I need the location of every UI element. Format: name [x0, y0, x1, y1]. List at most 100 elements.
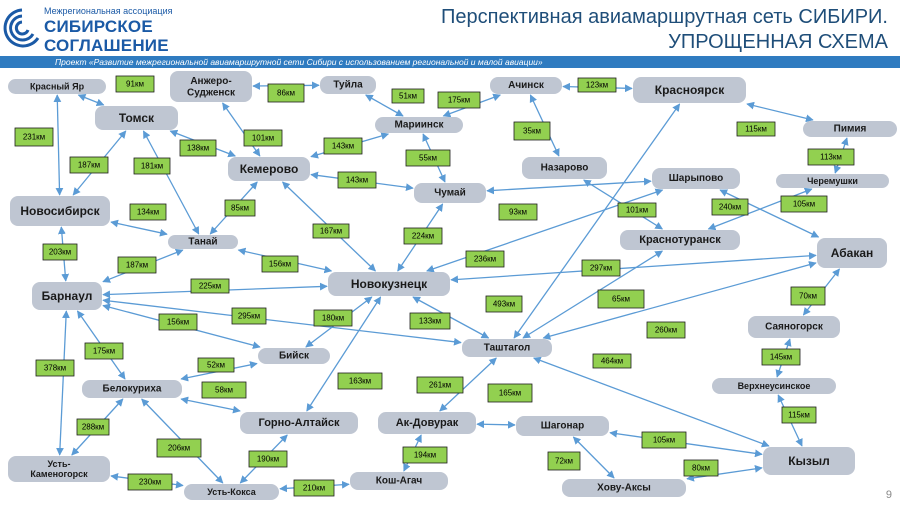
- city-node-box: [763, 447, 855, 475]
- route-edge: [102, 297, 462, 346]
- distance-label-box: [337, 372, 383, 390]
- route-edge: [686, 465, 763, 482]
- city-node-chumay: Чумай: [414, 183, 486, 203]
- city-node-label: Кемерово: [240, 162, 299, 176]
- city-node-box: [748, 316, 840, 338]
- distance-label-text: 101км: [252, 134, 274, 143]
- distance-label-text: 91км: [126, 80, 144, 89]
- distance-label-text: 187км: [126, 261, 148, 270]
- city-node-box: [652, 168, 740, 189]
- distance-label-box: [293, 479, 335, 497]
- distance-label-text: 167км: [320, 227, 342, 236]
- distance-label-text: 156км: [269, 260, 291, 269]
- distance-label: 51км: [391, 88, 425, 104]
- route-edge: [746, 101, 814, 123]
- distance-label-box: [781, 406, 817, 424]
- route-edge: [180, 396, 241, 414]
- distance-label: 93км: [498, 203, 538, 221]
- route-edge: [486, 177, 652, 195]
- city-node-sayanogorsk: Саяногорск: [748, 316, 840, 338]
- distance-label-box: [313, 309, 353, 327]
- distance-label-text: 85км: [231, 204, 249, 213]
- distance-label: 105км: [641, 431, 687, 449]
- city-node-ust-kamenogorsk: Усть-Каменогорск: [8, 456, 110, 482]
- distance-label-box: [581, 259, 621, 277]
- distance-label-box: [487, 383, 533, 403]
- distance-label-text: 115км: [745, 125, 767, 134]
- distance-label: 134км: [129, 203, 167, 221]
- city-node-krasnoyarsk: Красноярск: [633, 77, 746, 103]
- city-node-label: Назарово: [541, 163, 589, 174]
- distance-label-box: [267, 83, 305, 103]
- distance-label-text: 86км: [277, 89, 295, 98]
- distance-label-text: 180км: [322, 314, 344, 323]
- distance-label-box: [577, 77, 617, 93]
- city-node-box: [168, 235, 238, 249]
- city-node-box: [633, 77, 746, 103]
- city-node-label: Бийск: [279, 351, 310, 362]
- distance-label-text: 203км: [49, 248, 71, 257]
- distance-label-box: [761, 348, 801, 366]
- city-node-label: Верхнеусинское: [738, 381, 811, 391]
- sibirskoe-soglashenie-logo-icon: [3, 8, 40, 48]
- city-node-box: [712, 378, 836, 394]
- distance-label-box: [14, 127, 54, 147]
- route-edge: [572, 436, 615, 479]
- city-node-box: [8, 456, 110, 482]
- city-node-label: Горно-Алтайск: [259, 417, 340, 429]
- city-node-box: [414, 183, 486, 203]
- slide-header: Межрегиональная ассоциация СИБИРСКОЕ СОГ…: [0, 0, 900, 68]
- city-node-label: Краснотуранск: [639, 234, 721, 246]
- distance-label-box: [790, 286, 826, 306]
- distance-label-box: [231, 307, 267, 325]
- distance-label-box: [485, 295, 523, 313]
- city-node-krasny-yar: Красный Яр: [8, 79, 106, 94]
- distance-label-box: [416, 376, 464, 394]
- city-node-label: Томск: [119, 111, 155, 125]
- distance-label: 105км: [780, 195, 828, 213]
- distance-label: 224км: [403, 227, 443, 245]
- city-node-label: Ак-Довурак: [396, 417, 459, 429]
- city-node-tuyla: Туйла: [320, 76, 376, 94]
- distance-label-text: 138км: [187, 144, 209, 153]
- distance-label: 167км: [312, 223, 350, 239]
- city-node-box: [328, 272, 450, 296]
- city-node-box: [32, 282, 102, 310]
- city-node-box: [490, 77, 562, 94]
- city-node-box: [170, 71, 252, 102]
- distance-label-text: 181км: [141, 162, 163, 171]
- distance-label: 80км: [683, 459, 719, 477]
- distance-label-box: [129, 203, 167, 221]
- project-caption: Проект «Развитие межрегиональной авиамар…: [55, 57, 543, 67]
- city-node-box: [620, 230, 740, 250]
- distance-label-text: 236км: [474, 255, 496, 264]
- route-edge: [53, 94, 64, 196]
- route-edge: [542, 261, 817, 340]
- distance-label: 101км: [243, 129, 283, 147]
- distance-label-text: 187км: [78, 161, 100, 170]
- page-number: 9: [885, 489, 892, 501]
- city-node-tomsk: Томск: [95, 106, 178, 130]
- distance-label-box: [402, 446, 448, 464]
- distance-label-text: 175км: [93, 347, 115, 356]
- city-node-box: [378, 412, 476, 434]
- distance-label-box: [437, 91, 481, 109]
- distance-label-text: 55км: [419, 154, 437, 163]
- city-node-label: Ачинск: [508, 80, 545, 91]
- city-node-box: [228, 157, 310, 181]
- route-edge: [306, 296, 382, 412]
- city-node-label: Белокуриха: [103, 384, 162, 395]
- distance-label-text: 123км: [586, 81, 608, 90]
- distance-label-text: 51км: [399, 92, 417, 101]
- distance-label-text: 210км: [303, 484, 325, 493]
- distance-label: 115км: [781, 406, 817, 424]
- distance-label-box: [42, 243, 78, 261]
- city-node-box: [350, 472, 448, 490]
- distance-label-box: [513, 121, 551, 141]
- distance-label-box: [179, 139, 217, 157]
- distance-label: 297км: [581, 259, 621, 277]
- distance-label-text: 378км: [44, 364, 66, 373]
- distance-label-text: 52км: [207, 361, 225, 370]
- city-node-box: [562, 479, 686, 497]
